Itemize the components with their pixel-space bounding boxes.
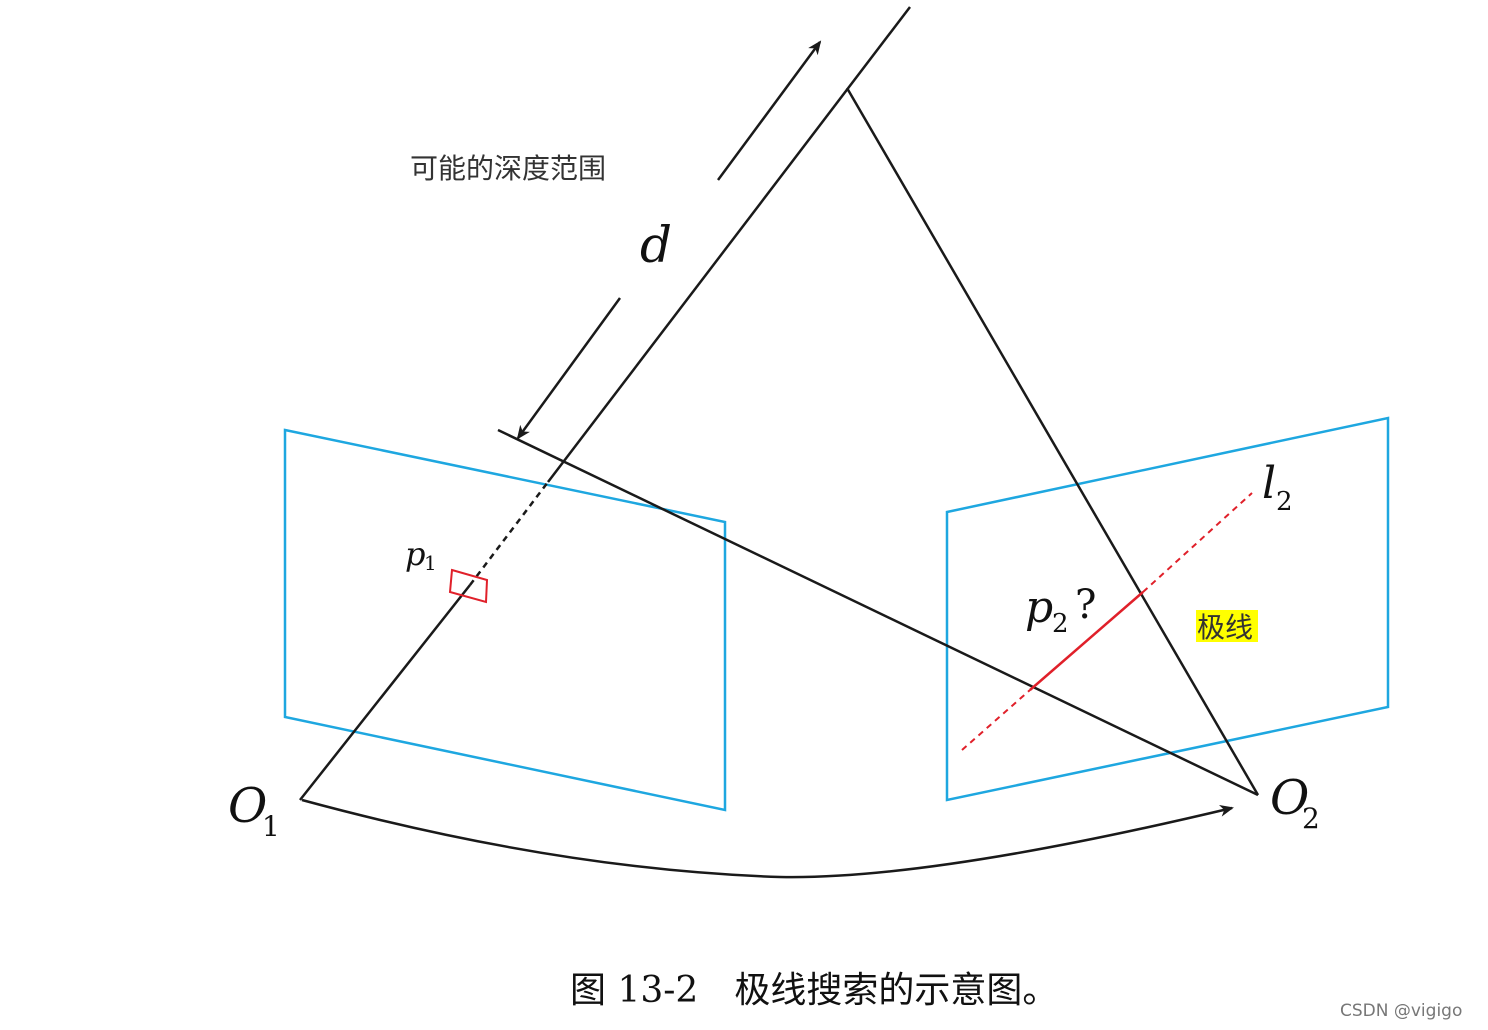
l2-label: l: [1262, 458, 1276, 509]
left-image-plane: [283, 428, 727, 812]
epipolar-line-dashed-lower: [961, 689, 1031, 751]
p2-question-mark: ?: [1075, 582, 1096, 628]
ray-o1-lower: [299, 584, 471, 801]
p2-subscript: 2: [1052, 609, 1069, 639]
epipolar-line-label: 极线: [1197, 611, 1253, 644]
p1-label: p: [405, 535, 425, 573]
camera-motion-curve: [301, 798, 1234, 879]
depth-d-label: d: [640, 216, 672, 274]
p1-subscript: 1: [424, 551, 437, 575]
depth-range-label: 可能的深度范围: [410, 152, 606, 185]
o2-label: O: [1270, 770, 1309, 826]
ray-o1-upper: [547, 6, 911, 483]
o1-subscript: 1: [262, 810, 280, 843]
o2-subscript: 2: [1302, 802, 1320, 835]
epipolar-line-dashed-upper: [1142, 492, 1253, 593]
depth-arrow-up: [716, 40, 822, 181]
watermark: CSDN @vigigo: [1340, 1001, 1462, 1021]
l2-subscript: 2: [1276, 487, 1293, 517]
ray-o1-dashed: [469, 481, 549, 586]
p1-patch: [448, 568, 489, 604]
epipolar-label-highlight: [1196, 610, 1258, 642]
figure-caption: 图 13-2 极线搜索的示意图。: [570, 970, 1058, 1011]
ray-min-depth-to-o2: [497, 428, 1259, 797]
depth-arrow-down: [516, 297, 622, 440]
o1-label: O: [228, 778, 267, 834]
ray-max-depth-to-o2: [845, 87, 1260, 796]
p2-label: p: [1025, 582, 1053, 633]
right-image-plane: [945, 416, 1390, 802]
epipolar-line-search-segment: [1029, 591, 1144, 691]
